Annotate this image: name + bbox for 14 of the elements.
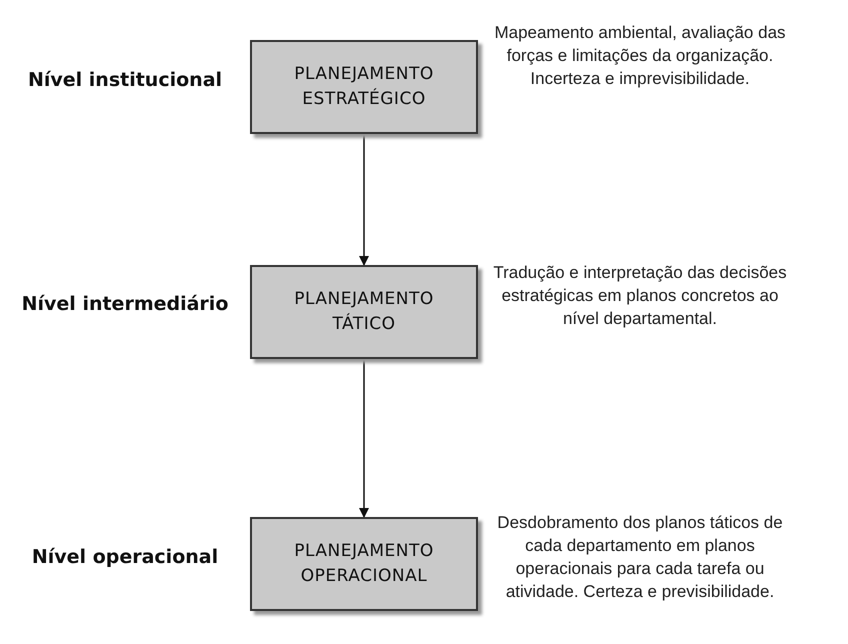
level-label: Nível institucional	[26, 68, 224, 93]
arrow	[359, 359, 369, 518]
box-label: PLANEJAMENTO OPERACIONAL	[293, 540, 435, 588]
box-label: PLANEJAMENTO TÁTICO	[293, 288, 435, 336]
process-box	[250, 265, 478, 359]
arrow	[359, 134, 369, 266]
level-label: Nível intermediário	[20, 292, 230, 317]
process-box	[250, 517, 478, 611]
description-text: Mapeamento ambiental, avaliação das forças e limitações da organização. Incerteza e imprevisibilidade.	[493, 22, 787, 90]
description-text: Desdobramento dos planos táticos de cada departamento em planos operacionais para cada tarefa ou atividade. Certeza e previsibilidade.	[496, 512, 784, 603]
box-label: PLANEJAMENTO ESTRATÉGICO	[293, 63, 435, 111]
description-text: Tradução e interpretação das decisões estratégicas em planos concretos ao nível departamental.	[492, 262, 788, 330]
process-box	[250, 40, 478, 134]
level-label: Nível operacional	[30, 545, 220, 570]
